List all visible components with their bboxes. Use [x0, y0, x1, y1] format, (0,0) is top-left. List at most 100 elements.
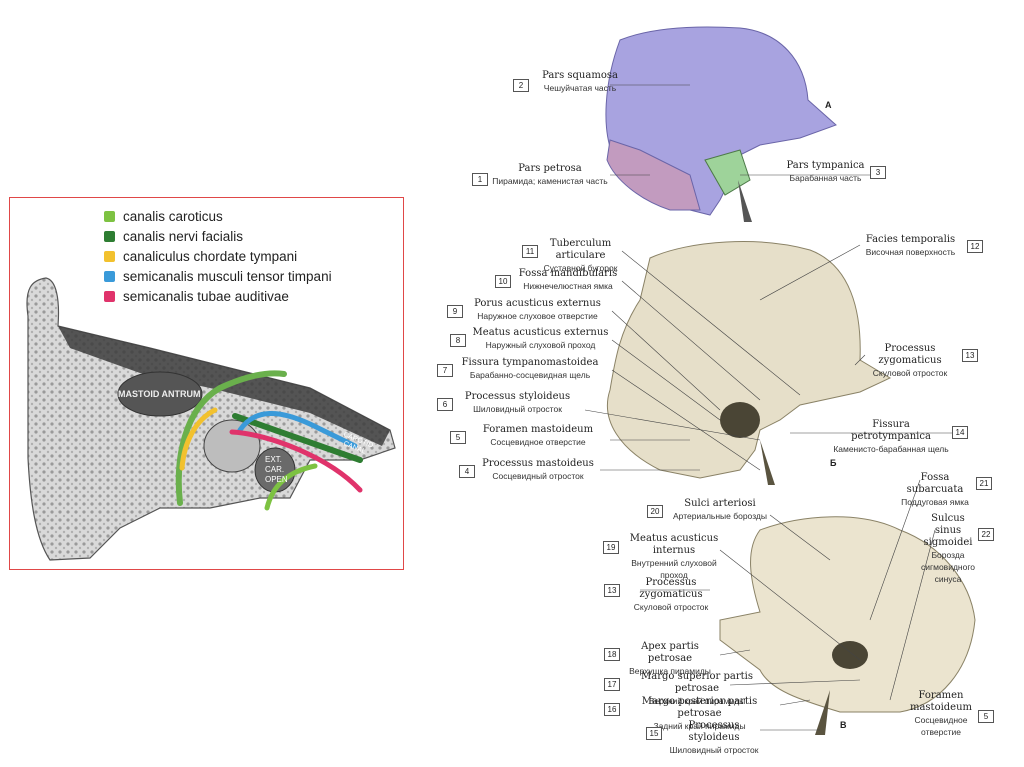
label-number: 17 [604, 678, 620, 691]
legend-item: canalis nervi facialis [104, 226, 332, 246]
anatomy-label: Pars tympanica Барабанная часть [783, 160, 868, 184]
latin-term: Apex partis petrosae [641, 641, 699, 664]
anatomy-label: Meatus acusticus externus Наружный слухо… [468, 327, 613, 351]
antrum-label: MASTOID ANTRUM [118, 389, 201, 399]
label-number: 12 [967, 240, 983, 253]
russian-term: Чешуйчатая часть [543, 83, 617, 93]
canalis-nervi-facialis-line [175, 370, 287, 506]
ext-car-open-3: OPEN [265, 475, 288, 484]
latin-term: Processus styloideus [688, 720, 740, 743]
tensor-tympani-line [237, 411, 358, 449]
anatomy-label: Apex partis petrosae Верхушка пирамиды [622, 641, 718, 677]
latin-term: Pars petrosa [518, 163, 582, 174]
label-number: 5 [978, 710, 994, 723]
label-number: 6 [437, 398, 453, 411]
latin-term: Foramen mastoideum [909, 690, 973, 713]
latin-term: Processus mastoideus [482, 458, 594, 469]
latin-term: Processus zygomaticus [878, 343, 942, 366]
russian-term: Каменисто-барабанная щель [833, 444, 949, 454]
label-number: 20 [647, 505, 663, 518]
latin-term: Fissura petrotympanica [851, 419, 931, 442]
russian-term: Поддуговая ямка [901, 497, 969, 507]
chorda-tympani-line [179, 407, 218, 471]
latin-term: Processus styloideus [464, 391, 571, 402]
latin-term: Fissura tympanomastoidea [461, 357, 599, 368]
russian-term: Задний край пирамиды [653, 721, 746, 731]
legend-item: semicanalis tubae auditivae [104, 286, 332, 306]
anatomy-label: Fossa mandibularis Нижнечелюстная ямка [513, 268, 623, 292]
anatomy-label: Processus styloideus Шиловидный отросток [455, 391, 580, 415]
label-number: 13 [962, 349, 978, 362]
anatomy-label: Fissura petrotympanica Каменисто-барабан… [832, 419, 950, 455]
bone-view-b [606, 241, 892, 479]
canal-diagram-panel: MASTOID ANTRUM EXT. CAR. OPEN CAROTID CA… [9, 197, 404, 570]
canalis-caroticus-line [264, 463, 318, 511]
latin-term: Sulcus sinus sigmoidei [923, 513, 973, 548]
label-number: 19 [603, 541, 619, 554]
legend-swatch [104, 210, 115, 222]
bone-view-a-styloid [738, 180, 752, 222]
anatomy-label: Tuberculum articulare Суставной бугорок [538, 238, 623, 274]
russian-term: Наружный слуховой проход [485, 340, 596, 350]
bone-view-a-petrous [606, 139, 701, 211]
russian-term: Верхушка пирамиды [629, 666, 711, 676]
anatomy-label: Sulci arteriosi Артериальные борозды [665, 498, 775, 522]
legend-label: canaliculus chordate tympani [123, 248, 298, 264]
latin-term: Porus acusticus externus [474, 298, 601, 309]
anatomy-label: Foramen mastoideum Сосцевидное отверстие [905, 690, 977, 738]
label-number: 16 [604, 703, 620, 716]
label-number: 10 [495, 275, 511, 288]
label-number: 5 [450, 431, 466, 444]
anatomy-label: Processus zygomaticus Скуловой отросток [862, 343, 958, 379]
anatomy-label: Margo superior partis petrosae Верхний к… [622, 671, 772, 707]
russian-term: Сосцевидное отверстие [490, 437, 586, 447]
anatomy-label: Fossa subarcuata Поддуговая ямка [895, 472, 975, 508]
russian-term: Верхний край пирамиды [648, 696, 746, 706]
latin-term: Pars tympanica [786, 160, 865, 171]
anatomy-label: Foramen mastoideum Сосцевидное отверстие [468, 424, 608, 448]
anatomy-label: Pars petrosa Пирамида; каменистая часть [490, 163, 610, 187]
latin-term: Tuberculum articulare [549, 238, 612, 261]
legend-swatch [104, 290, 115, 302]
anatomy-label: Meatus acusticus internus Внутренний слу… [621, 533, 727, 581]
anatomy-label: Facies temporalis Височная поверхность [858, 234, 963, 258]
label-number: 13 [604, 584, 620, 597]
russian-term: Шиловидный отросток [669, 745, 759, 755]
latin-term: Pars squamosa [542, 70, 618, 81]
latin-term: Facies temporalis [865, 234, 956, 245]
legend-item: canalis caroticus [104, 206, 332, 226]
canal-legend: canalis caroticus canalis nervi facialis… [104, 206, 332, 306]
tuba-auditiva-line [229, 429, 363, 493]
internal-acoustic-meatus [832, 641, 868, 669]
anatomy-label: Pars squamosa Чешуйчатая часть [540, 70, 620, 94]
latin-term: Meatus acusticus externus [472, 327, 609, 338]
ext-car-open-2: CAR. [265, 465, 284, 474]
porus-acusticus [720, 402, 760, 438]
russian-term: Скуловой отросток [633, 602, 709, 612]
anatomy-label: Sulcus sinus sigmoidei Борозда сигмовидн… [920, 513, 976, 585]
latin-term: Margo superior partis petrosae [641, 671, 753, 694]
russian-term: Суставной бугорок [543, 263, 618, 273]
bone-section-drawing: MASTOID ANTRUM EXT. CAR. OPEN CAROTID CA… [26, 277, 396, 561]
russian-term: Барабанно-сосцевидная щель [469, 370, 591, 380]
label-number: 1 [472, 173, 488, 186]
russian-term: Скуловой отросток [872, 368, 948, 378]
russian-term: Шиловидный отросток [473, 404, 562, 414]
anatomy-label: Processus mastoideus Сосцевидный отросто… [478, 458, 598, 482]
bone-view-c [719, 516, 976, 713]
russian-term: Внутренний слуховой проход [631, 558, 717, 580]
russian-term: Сосцевидный отросток [492, 471, 584, 481]
label-number: 4 [459, 465, 475, 478]
legend-label: semicanalis tubae auditivae [123, 288, 289, 304]
legend-swatch [104, 250, 115, 262]
view-letter-a: А [825, 100, 832, 110]
russian-term: Барабанная часть [789, 173, 862, 183]
label-number: 7 [437, 364, 453, 377]
view-letter-b: Б [830, 458, 837, 468]
latin-term: Processus zygomaticus [639, 577, 703, 600]
latin-term: Sulci arteriosi [684, 498, 756, 509]
leader-lines [584, 84, 955, 731]
latin-term: Margo posterior partis petrosae [641, 696, 758, 719]
legend-item: semicanalis musculi tensor timpani [104, 266, 332, 286]
